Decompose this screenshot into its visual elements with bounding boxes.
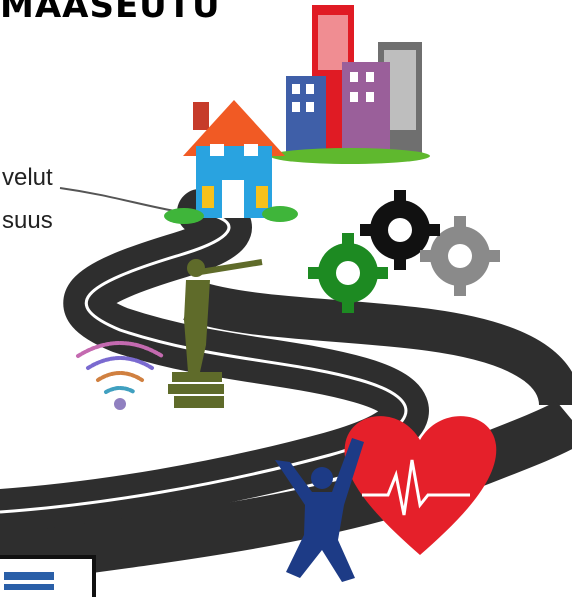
- gears-icon: [308, 190, 500, 313]
- text-line-velut: velut: [2, 164, 53, 191]
- laptop-icon: [0, 555, 96, 597]
- jumping-person-icon: [275, 438, 364, 582]
- house-icon: [164, 100, 298, 224]
- connector-line: [59, 187, 181, 213]
- wifi-word-cloud-icon: [76, 341, 164, 410]
- heartbeat-heart-icon: [344, 416, 497, 555]
- text-line-suus: suus: [2, 207, 53, 234]
- explorer-with-telescope-icon: [168, 259, 263, 408]
- city-buildings-icon: [270, 5, 430, 164]
- page-title: MAASEUTU: [0, 0, 221, 26]
